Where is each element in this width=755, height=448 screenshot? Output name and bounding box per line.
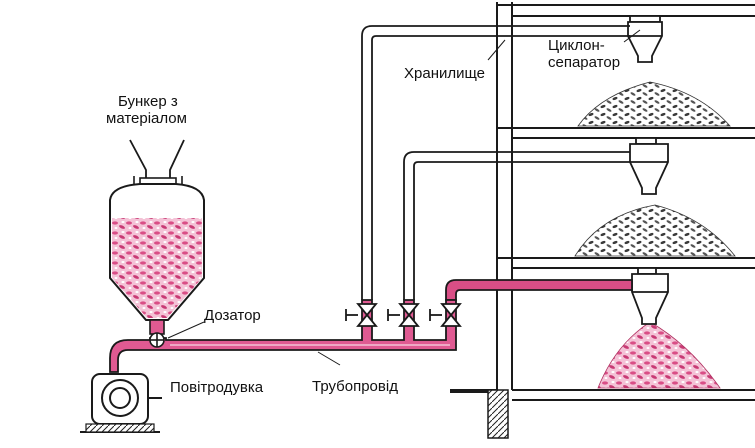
valve-1[interactable] (345, 303, 378, 327)
pipe-to-bottom-cyclone-pink (445, 279, 633, 301)
pipe-to-top-cyclone (361, 25, 630, 300)
valve-2[interactable] (387, 303, 420, 327)
blower-label: Повітродувка (170, 379, 264, 396)
foundation (450, 389, 509, 439)
pink-material-pile-bottom (597, 321, 721, 389)
cyclone-separator-top (627, 15, 663, 63)
storage-label: Хранилище (404, 65, 485, 82)
label-pointers (167, 29, 641, 366)
cyclone-label-line2: сепаратор (548, 54, 620, 71)
cyclone-separator-bottom (631, 267, 669, 325)
bunker-label-line2: матеріалом (106, 110, 187, 127)
dosator (149, 332, 165, 348)
pipe-to-middle-cyclone (403, 151, 630, 300)
storage-building (450, 2, 755, 401)
blower[interactable] (80, 373, 162, 433)
bunker-label-line1: Бункер з (118, 93, 178, 110)
material-bunker (109, 139, 205, 335)
grey-material-pile-middle (574, 204, 736, 257)
valve-3[interactable] (429, 303, 462, 327)
grey-material-pile-top (577, 81, 731, 127)
cyclone-label-line1: Циклон- (548, 37, 605, 54)
dosator-label: Дозатор (204, 307, 261, 324)
cyclone-separator-middle (629, 137, 669, 195)
pipeline-label: Трубопровід (312, 378, 398, 395)
